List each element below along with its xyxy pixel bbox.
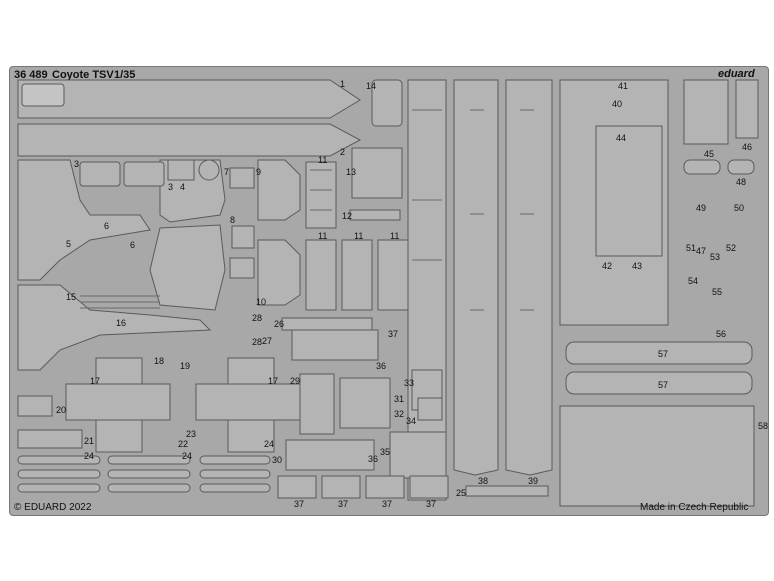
part-label: 20 [56, 405, 67, 415]
part-label: 16 [116, 318, 127, 328]
part-label: 3 [168, 182, 174, 192]
part-label: 1 [340, 79, 346, 89]
part-5 [17, 159, 151, 281]
part-label: 57 [658, 349, 669, 359]
part-label: 35 [380, 447, 391, 457]
copyright-text: © EDUARD 2022 [14, 502, 92, 513]
part-label: 29 [290, 376, 301, 386]
sheet-scale: 1/35 [114, 69, 136, 81]
part-label: 40 [612, 99, 623, 109]
part-label: 53 [710, 252, 721, 262]
part-label: 28 [252, 313, 263, 323]
part-label: 18 [154, 356, 165, 366]
part-label: 33 [404, 378, 415, 388]
part-label: 5 [66, 239, 72, 249]
part-label: 57 [658, 380, 669, 390]
part-label: 56 [716, 329, 727, 339]
part-1 [17, 79, 361, 119]
part-label: 55 [712, 287, 723, 297]
part-label: 27 [262, 336, 273, 346]
part-label: 22 [178, 439, 189, 449]
part-label: 54 [688, 276, 699, 286]
part-label: 9 [256, 167, 262, 177]
part-label: 11 [318, 231, 328, 241]
part-label: 44 [616, 133, 627, 143]
part-label: 6 [104, 221, 110, 231]
part-label: 37 [294, 499, 305, 509]
part-label: 51 [686, 243, 697, 253]
part-label: 34 [406, 416, 417, 426]
part-label: 24 [264, 439, 275, 449]
part-label: 14 [366, 81, 377, 91]
part-label: 23 [186, 429, 197, 439]
part-2 [17, 123, 362, 157]
part-label: 31 [394, 394, 405, 404]
part-label: 21 [84, 436, 95, 446]
part-label: 11 [390, 231, 400, 241]
part-label: 13 [346, 167, 357, 177]
part-label: 32 [394, 409, 405, 419]
part-label: 36 [368, 454, 379, 464]
part-label: 42 [602, 261, 613, 271]
sheet-number: 36 489 [14, 69, 48, 81]
part-38 [453, 79, 499, 476]
part-label: 12 [342, 211, 353, 221]
part-9 [257, 159, 301, 221]
part-label: 37 [382, 499, 393, 509]
part-5b [149, 224, 226, 311]
part-label: 26 [274, 319, 285, 329]
part-label: 39 [528, 476, 539, 486]
part-label: 3 [74, 159, 80, 169]
part-label: 41 [618, 81, 629, 91]
part-39 [505, 79, 553, 476]
part-label: 2 [340, 147, 346, 157]
part-label: 37 [426, 499, 437, 509]
part-label: 6 [130, 240, 136, 250]
part-label: 49 [696, 203, 707, 213]
part-label: 11 [318, 155, 328, 165]
part-label: 24 [84, 451, 95, 461]
part-label: 45 [704, 149, 715, 159]
sheet-title: Coyote TSV [52, 69, 114, 81]
part-label: 11 [354, 231, 364, 241]
part-label: 7 [224, 167, 230, 177]
part-label: 47 [696, 246, 707, 256]
part-label: 52 [726, 243, 737, 253]
part-label: 28 [252, 337, 263, 347]
part-label: 8 [230, 215, 236, 225]
part-label: 43 [632, 261, 643, 271]
part-label: 17 [90, 376, 101, 386]
brand-logo-text: eduard [718, 68, 755, 80]
part-label: 46 [742, 142, 753, 152]
part-label: 4 [180, 182, 186, 192]
part-label: 58 [758, 421, 769, 431]
part-label: 24 [182, 451, 193, 461]
part-label: 30 [272, 455, 283, 465]
part-label: 25 [456, 488, 467, 498]
part-10 [257, 239, 301, 306]
part-label: 36 [376, 361, 387, 371]
part-label: 17 [268, 376, 279, 386]
part-label: 50 [734, 203, 745, 213]
part-label: 48 [736, 177, 747, 187]
part-label: 37 [338, 499, 349, 509]
part-label: 10 [256, 297, 267, 307]
part-label: 19 [180, 361, 191, 371]
part-label: 15 [66, 292, 77, 302]
origin-text: Made in Czech Republic [640, 502, 749, 513]
part-label: 37 [388, 329, 399, 339]
part-label: 38 [478, 476, 489, 486]
